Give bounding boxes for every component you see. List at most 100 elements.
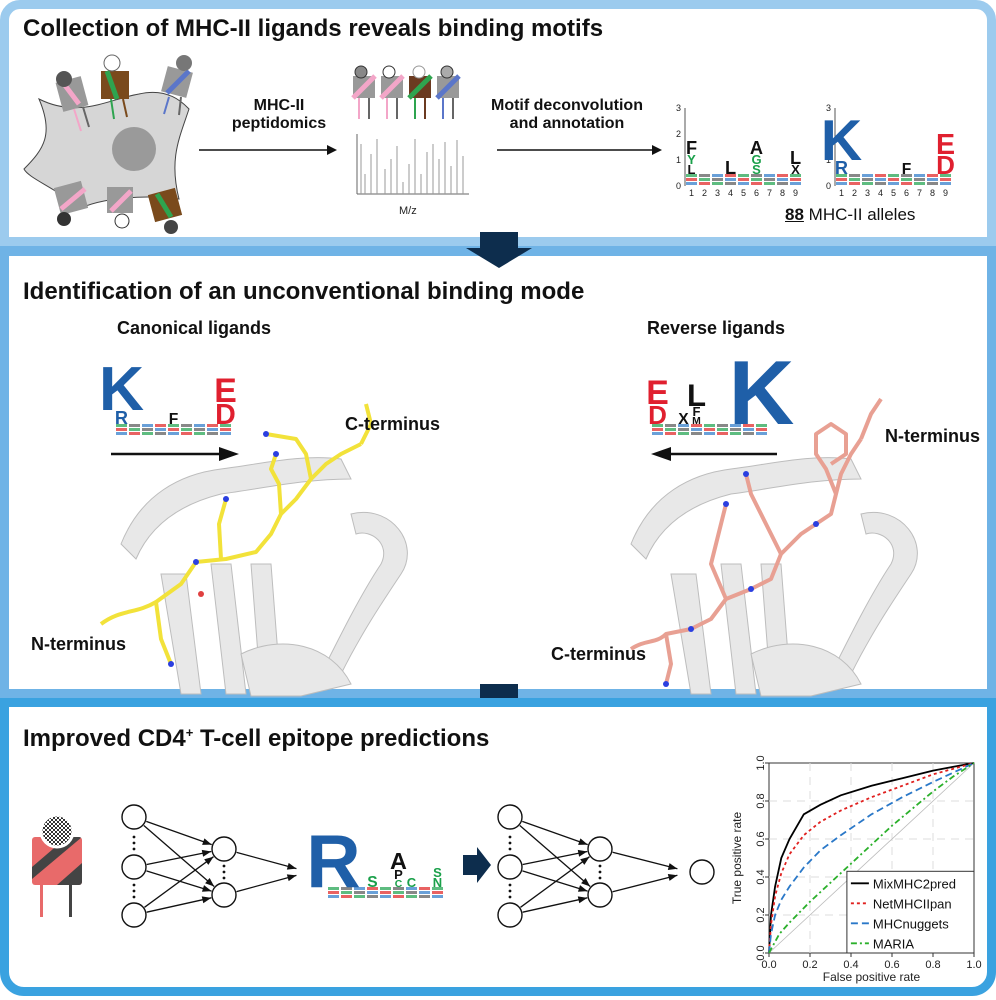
- logo-xtick-label: 4: [728, 188, 733, 198]
- logo-background-letter: [940, 178, 951, 181]
- logo-background-letter: [207, 432, 218, 435]
- isolated-mhc-4: [435, 65, 461, 119]
- logo-letter: P: [394, 867, 403, 882]
- logo-background-letter: [406, 891, 417, 894]
- nn-connection: [612, 874, 678, 893]
- logo-background-letter: [914, 182, 925, 185]
- logo-letter: C: [407, 875, 417, 890]
- logo-background-letter: [155, 432, 166, 435]
- logo-background-letter: [194, 432, 205, 435]
- nn-arrowhead: [577, 849, 588, 857]
- logo-background-letter: [712, 174, 723, 177]
- logo-background-letter: [743, 428, 754, 431]
- nn-ellipsis-dot: [222, 870, 226, 874]
- nn-input-node: [121, 902, 147, 928]
- logo-xtick-label: 8: [780, 188, 785, 198]
- nn-connection: [519, 825, 591, 887]
- mhc-ribbon-canonical: [120, 457, 408, 697]
- canonical-direction-arrow: [111, 447, 239, 461]
- logo-background-letter: [699, 178, 710, 181]
- reverse-ligands-label: Reverse ligands: [647, 318, 786, 338]
- logo-background-letter: [717, 424, 728, 427]
- nn-ellipsis-dot: [222, 876, 226, 880]
- logo-background-letter: [354, 891, 365, 894]
- canonical-mhc-structure: [99, 403, 408, 697]
- logo-background-letter: [207, 428, 218, 431]
- reverse-direction-arrow: [651, 447, 777, 461]
- logo-ytick-label: 2: [676, 129, 681, 139]
- logo-background-letter: [686, 178, 697, 181]
- logo-background-letter: [888, 182, 899, 185]
- logo-background-letter: [725, 174, 736, 177]
- logo-background-letter: [691, 432, 702, 435]
- logo-letter: S: [752, 162, 761, 177]
- panel3-title-rest: T-cell epitope predictions: [193, 725, 490, 752]
- logo-background-letter: [678, 424, 689, 427]
- deconvolution-label-line1: Motif deconvolution: [491, 97, 643, 114]
- logo-ytick-label: 3: [826, 103, 831, 113]
- peptidomics-label-line1: MHC-II: [253, 97, 305, 114]
- flow-arrow-right: [463, 847, 491, 883]
- logo-background-letter: [764, 178, 775, 181]
- logo-letter: A: [390, 848, 407, 874]
- panel2-title: Identification of an unconventional bind…: [23, 278, 585, 305]
- logo-xtick-label: 7: [767, 188, 772, 198]
- panel-mhc-ligand-collection: Collection of MHC-II ligands reveals bin…: [0, 0, 996, 246]
- logo-xtick-label: 4: [878, 188, 883, 198]
- logo-background-letter: [862, 182, 873, 185]
- logo-letter: K: [729, 343, 795, 444]
- logo-background-letter: [116, 424, 127, 427]
- logo-letter: S: [367, 874, 377, 891]
- logo-background-letter: [756, 428, 767, 431]
- isolated-mhc-2: [379, 65, 405, 119]
- mhc-molecule-top-2: [101, 54, 129, 120]
- nn-connection: [143, 825, 215, 887]
- logo-background-letter: [704, 424, 715, 427]
- logo-ytick-label: 2: [826, 129, 831, 139]
- logo-background-letter: [836, 178, 847, 181]
- logo-background-letter: [354, 895, 365, 898]
- logo-background-letter: [129, 428, 140, 431]
- logo-letter: X: [791, 162, 800, 177]
- logo-background-letter: [875, 174, 886, 177]
- nn-arrowhead: [667, 874, 678, 881]
- mhc-molecule-top-1: [55, 71, 90, 132]
- logo-background-letter: [207, 424, 218, 427]
- canonical-n-terminus-label: N-terminus: [31, 634, 127, 654]
- nn-ellipsis-dot: [132, 841, 136, 845]
- logo-background-letter: [406, 895, 417, 898]
- logo-background-letter: [367, 895, 378, 898]
- nn-connection: [146, 850, 212, 866]
- nn-connection: [146, 897, 212, 913]
- roc-legend-label: NetMHCIIpan: [873, 896, 952, 911]
- logo-background-letter: [743, 424, 754, 427]
- nn-input-node: [121, 804, 147, 830]
- logo-background-letter: [129, 424, 140, 427]
- logo-xtick-label: 1: [689, 188, 694, 198]
- logo-xtick-label: 7: [917, 188, 922, 198]
- roc-xtick-label: 0.2: [802, 959, 817, 971]
- logo-xtick-label: 2: [852, 188, 857, 198]
- logo-ytick-label: 1: [826, 155, 831, 165]
- logo-background-letter: [686, 182, 697, 185]
- roc-ytick-label: 0.2: [755, 907, 767, 922]
- roc-series-mixmhc2pred: [768, 762, 975, 954]
- logo-background-letter: [738, 178, 749, 181]
- logo-background-letter: [717, 428, 728, 431]
- peptidomics-label-line2: peptidomics: [231, 115, 327, 132]
- logo-xtick-label: 9: [943, 188, 948, 198]
- logo-background-letter: [862, 178, 873, 181]
- nn-ellipsis-dot: [598, 870, 602, 874]
- logo-xtick-label: 3: [865, 188, 870, 198]
- logo-letter: D: [936, 150, 955, 180]
- roc-xtick-label: 0.6: [884, 959, 899, 971]
- logo-background-letter: [725, 182, 736, 185]
- neural-network-1: [121, 804, 297, 928]
- nn-connection: [236, 874, 297, 893]
- logo-background-letter: [756, 432, 767, 435]
- alleles-summary: 88 MHC-II alleles: [785, 205, 915, 225]
- nn-ellipsis-dot: [598, 876, 602, 880]
- roc-xtick-label: 0.4: [843, 959, 858, 971]
- logo-background-letter: [849, 174, 860, 177]
